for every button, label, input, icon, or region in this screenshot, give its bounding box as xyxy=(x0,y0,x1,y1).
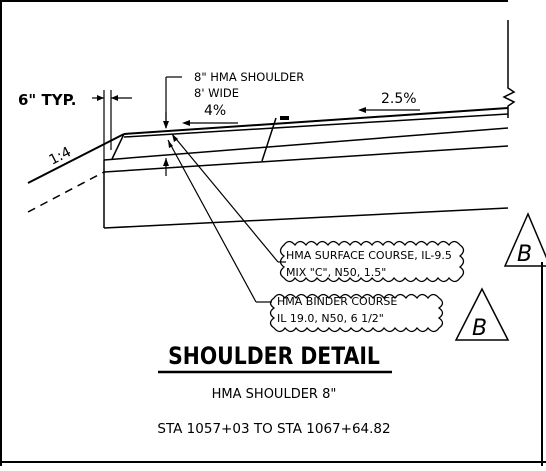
shoulder-label-line1: 8" HMA SHOULDER xyxy=(194,70,304,84)
binder-course-line2: IL 19.0, N50, 6 1/2" xyxy=(277,312,384,325)
revision-triangle-2 xyxy=(454,287,510,341)
detail-subtitle: HMA SHOULDER 8" xyxy=(212,387,337,402)
shoulder-label-line2: 8' WIDE xyxy=(194,86,239,100)
detail-title: SHOULDER DETAIL xyxy=(168,342,380,370)
revision-tag-1: B xyxy=(517,242,532,267)
revision-tag-2: B xyxy=(472,316,487,341)
callout-leaders xyxy=(167,133,286,303)
shoulder-slope-label: 4% xyxy=(204,103,226,119)
shoulder-leader xyxy=(163,76,182,176)
typ-label: 6" TYP. xyxy=(18,91,77,109)
surface-course-line2: MIX "C", N50, 1.5" xyxy=(286,266,386,279)
binder-course-line1: HMA BINDER COURSE xyxy=(277,295,397,308)
lane-slope-label: 2.5% xyxy=(381,91,417,107)
slope-arrows xyxy=(182,107,420,126)
typ-dimension xyxy=(92,90,132,160)
binder-course-cloud xyxy=(269,293,444,333)
joint-mark xyxy=(280,116,289,120)
foreslope xyxy=(27,133,125,213)
surface-course-line1: HMA SURFACE COURSE, IL-9.5 xyxy=(286,249,452,262)
break-line xyxy=(502,20,516,118)
slope-label: 1:4 xyxy=(47,144,74,169)
revision-triangle-1 xyxy=(503,212,546,267)
pavement-section xyxy=(103,107,509,229)
station-range: STA 1057+03 TO STA 1067+64.82 xyxy=(157,421,390,437)
surface-course-cloud xyxy=(279,240,465,283)
